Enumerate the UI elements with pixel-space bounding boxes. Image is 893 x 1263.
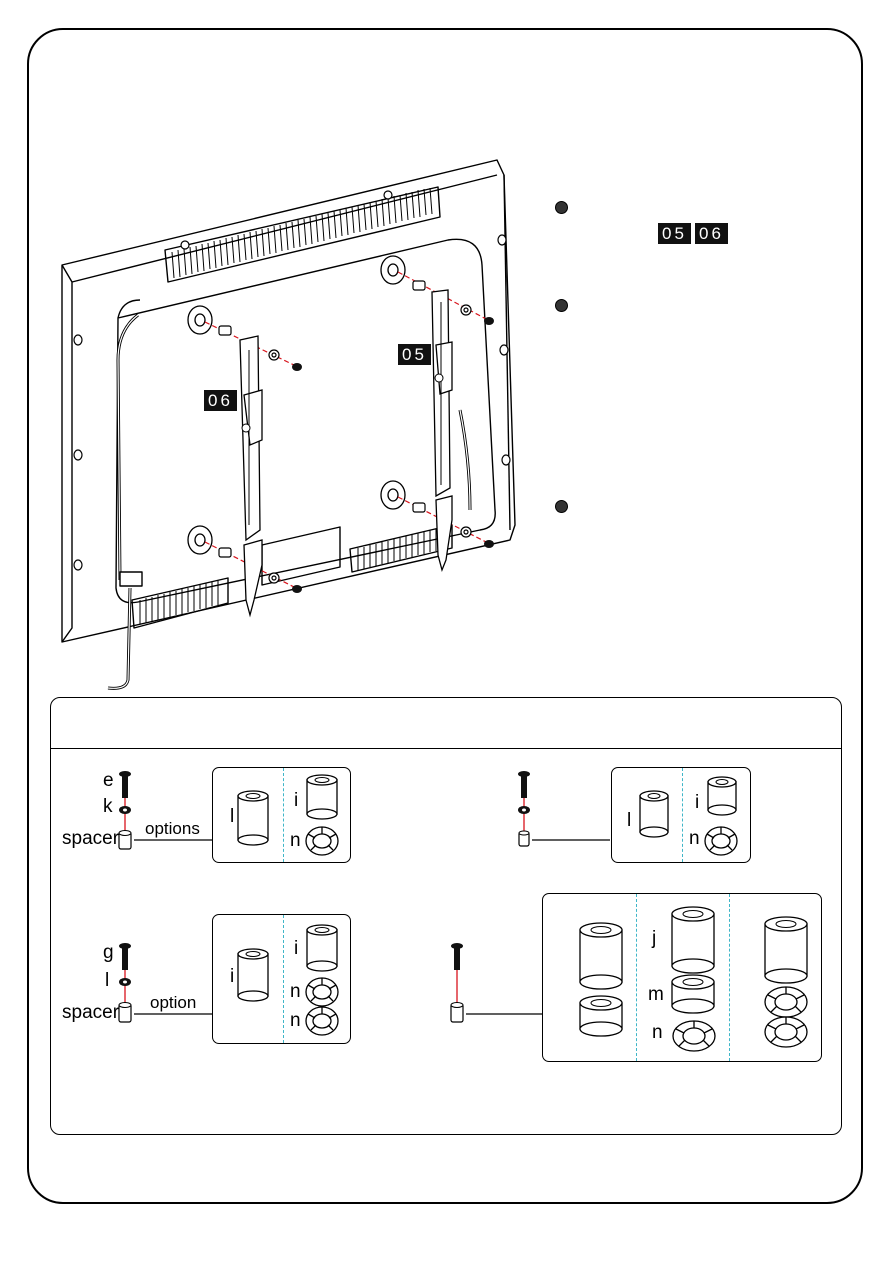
part-label-m: m [648,984,664,1005]
screw-stack-a [118,771,132,850]
part-label-n: n [689,828,700,849]
washer-ring-icon [672,1020,716,1052]
spacer-medium-icon [306,924,338,972]
washer-ring-icon [704,826,738,856]
bullet-2 [555,299,568,312]
step1-callout-a: 05 [658,223,691,244]
washer-ring-icon [764,1016,808,1048]
spacer-tall-icon [639,790,669,838]
bullet-3 [555,500,568,513]
spacer-tall-icon [671,906,715,974]
options-line-label: options [145,819,200,838]
spacer-label: spacer [62,828,120,849]
panel-header-divider [50,748,842,749]
part-label-n: n [290,981,301,1002]
spacer-short-icon [671,974,715,1014]
spacer-medium-icon [306,774,338,820]
part-label-n: n [290,1010,301,1031]
option-b-connector [532,839,610,841]
tv-back-illustration [61,159,516,690]
option-line-label: option [150,993,197,1012]
spacer-tall-icon [237,790,269,846]
bullet-1 [555,201,568,214]
part-label-i: i [230,966,235,987]
washer-ring-icon [764,986,808,1018]
washer-label-k: k [103,796,113,817]
washer-ring-icon [305,1006,339,1036]
screw-stack-b [518,771,530,847]
part-label-j: j [652,928,657,949]
part-label-i: i [695,792,700,813]
option-c-connector [134,1013,212,1015]
spacer-tall-icon [764,916,808,984]
callout-tv-left: 06 [204,390,237,411]
spacer-tall-icon [237,948,269,1002]
option-a-connector [134,839,212,841]
screw-stack-c [118,943,132,1023]
callout-tv-right: 05 [398,344,431,365]
screw-label-e: e [103,770,114,791]
option-d-connector [466,1013,544,1015]
spacer-short-icon [579,995,623,1037]
spacer-medium-icon [707,776,737,816]
page-frame [27,28,863,1204]
spacer-tall-icon [579,922,623,990]
washer-label-l: l [105,970,110,991]
part-label-i: i [294,938,299,959]
step1-callout-b: 06 [695,223,728,244]
washer-ring-icon [305,977,339,1007]
part-label-n: n [290,830,301,851]
washer-ring-icon [305,826,339,856]
spacer-label: spacer [62,1002,120,1023]
hardware-options-panel [50,697,842,1135]
part-label-l: l [627,810,632,831]
screw-label-g: g [103,942,114,963]
part-label-i: i [294,790,299,811]
part-label-n: n [652,1022,663,1043]
part-label-l: l [230,806,235,827]
screw-stack-d [450,943,464,1023]
